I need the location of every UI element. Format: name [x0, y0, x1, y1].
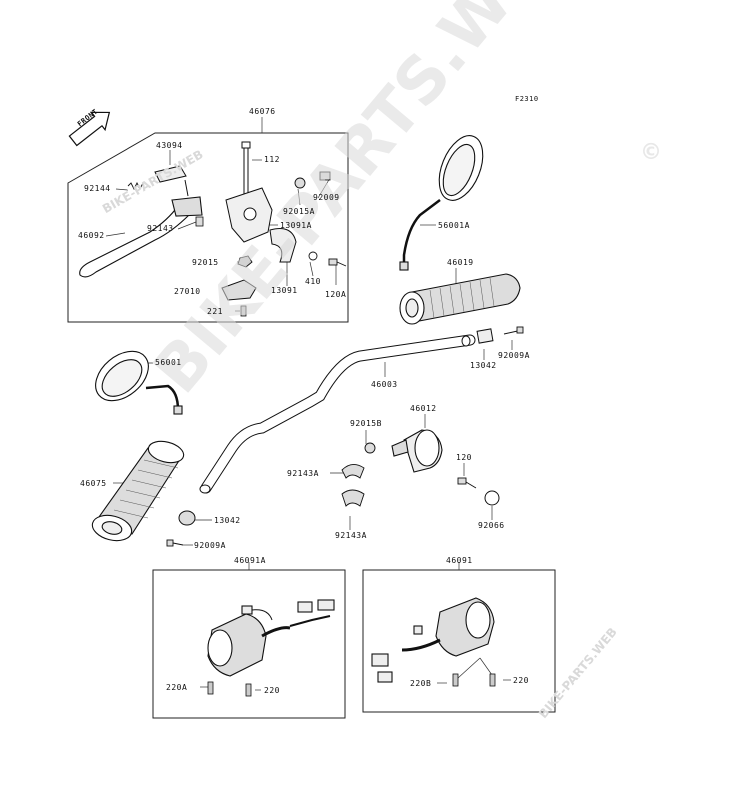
label-92015A: 92015A — [283, 207, 315, 216]
switch-27010-part — [221, 279, 257, 301]
label-56001A: 56001A — [438, 221, 470, 230]
label-220B: 220B — [410, 679, 432, 688]
throttle-46012-part — [391, 429, 443, 473]
label-56001: 56001 — [155, 358, 182, 367]
label-92015: 92015 — [192, 258, 219, 267]
label-92009: 92009 — [313, 193, 340, 202]
bolt-120-part — [457, 477, 477, 489]
label-46092: 46092 — [78, 231, 105, 240]
bracket-13091A-part — [225, 187, 273, 243]
screw-220-right-part — [489, 673, 496, 687]
mirror-56001A-part — [399, 135, 484, 271]
label-92144: 92144 — [84, 184, 111, 193]
label-46091: 46091 — [446, 556, 473, 565]
front-arrow-icon — [68, 111, 111, 147]
label-13091A: 13091A — [280, 221, 312, 230]
handlebar-end-right — [461, 335, 471, 347]
label-92015B: 92015B — [350, 419, 382, 428]
screw-220B-part — [452, 673, 459, 687]
weight-13042-left-part — [178, 510, 196, 526]
weight-13042-right-part — [476, 328, 494, 344]
label-120A: 120A — [325, 290, 347, 299]
label-46076: 46076 — [249, 107, 276, 116]
label-46003: 46003 — [371, 380, 398, 389]
label-112: 112 — [264, 155, 280, 164]
bolt-112-part — [241, 141, 251, 197]
screw-221-part — [240, 305, 247, 317]
figure-code: F2310 — [515, 95, 539, 103]
bolt-120A-part — [328, 258, 347, 267]
screw-92009-part — [319, 171, 331, 181]
nut-92143-part — [195, 216, 204, 227]
nut-92015B-part — [364, 442, 376, 454]
label-120: 120 — [456, 453, 472, 462]
screw-92009A-right-part — [503, 326, 524, 335]
label-43094: 43094 — [156, 141, 183, 150]
screw-92009A-left-part — [166, 539, 184, 547]
label-13091: 13091 — [271, 286, 298, 295]
label-92066: 92066 — [478, 521, 505, 530]
grip-46019-part — [399, 273, 521, 325]
label-92009A-left: 92009A — [194, 541, 226, 550]
label-92143A-1: 92143A — [287, 469, 319, 478]
label-46075: 46075 — [80, 479, 107, 488]
label-13042-right: 13042 — [470, 361, 497, 370]
clamp-13091-part — [269, 228, 297, 263]
label-46091A: 46091A — [234, 556, 266, 565]
label-13042-left: 13042 — [214, 516, 241, 525]
switch-46091-part — [371, 597, 495, 683]
switch-46091A-part — [207, 599, 335, 677]
grip-46075-part — [91, 440, 185, 542]
nut-92015A-part — [294, 177, 306, 189]
bolt-43094-part — [154, 165, 189, 197]
nut-92015-part — [237, 255, 253, 268]
washer-410-part — [308, 251, 318, 261]
ring-92066-part — [484, 490, 500, 506]
label-92143: 92143 — [147, 224, 174, 233]
screw-220-left-part — [245, 683, 252, 697]
screw-220A-part — [207, 681, 214, 695]
spring-92144-part — [127, 181, 144, 191]
label-27010: 27010 — [174, 287, 201, 296]
label-46019: 46019 — [447, 258, 474, 267]
clutch-lever-part — [79, 196, 203, 278]
label-410: 410 — [305, 277, 321, 286]
lever-assembly-box — [67, 132, 349, 323]
label-220-right: 220 — [513, 676, 529, 685]
label-46012: 46012 — [410, 404, 437, 413]
collar-92143A-1-part — [341, 464, 365, 479]
mirror-56001-part — [95, 350, 183, 415]
handlebar-end-left — [199, 484, 211, 494]
label-92009A-right: 92009A — [498, 351, 530, 360]
label-92143A-2: 92143A — [335, 531, 367, 540]
label-221: 221 — [207, 307, 223, 316]
label-220A: 220A — [166, 683, 188, 692]
label-220-left: 220 — [264, 686, 280, 695]
collar-92143A-2-part — [341, 489, 365, 507]
